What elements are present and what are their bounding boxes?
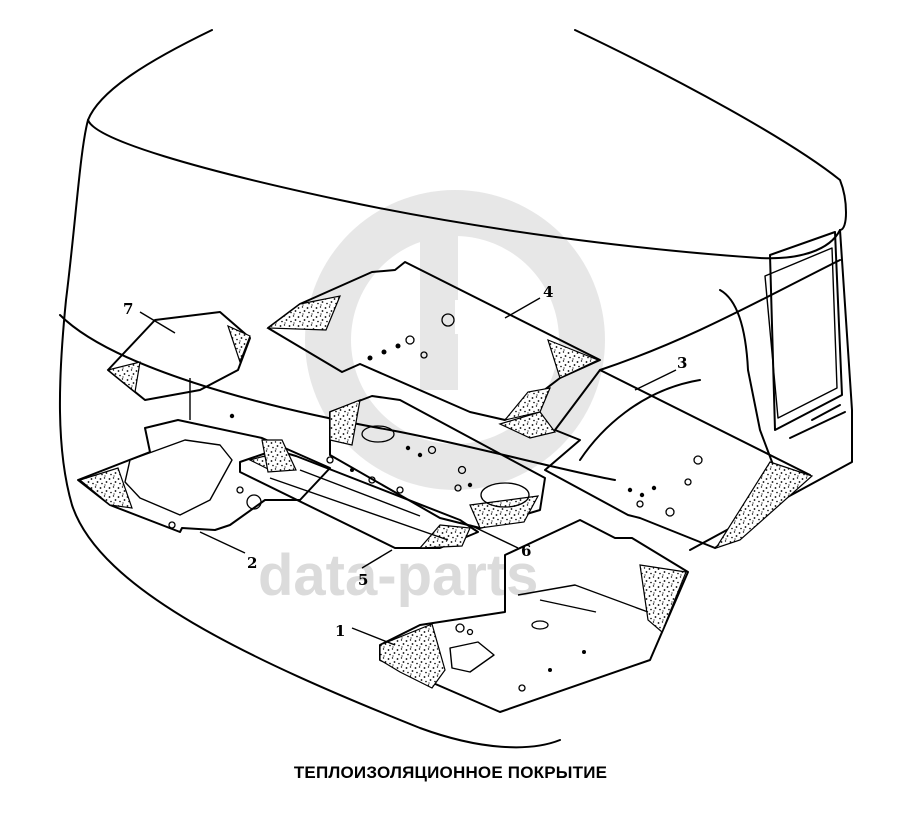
dp-logo-icon [305,190,605,490]
callout-3: 3 [677,354,687,372]
panel-3 [498,369,814,550]
panel-6 [329,395,546,529]
leader-lines [139,297,677,646]
callout-1: 1 [335,622,345,640]
panel-4 [266,261,601,421]
watermark: data-parts [258,190,605,608]
panel-2 [77,413,331,533]
callout-5: 5 [358,571,368,589]
callout-7: 7 [123,300,133,318]
callout-2: 2 [247,554,257,572]
callout-4: 4 [543,283,553,301]
panel-7 [106,311,251,420]
panel-1 [379,519,689,713]
diagram-caption: ТЕПЛОИЗОЛЯЦИОННОЕ ПОКРЫТИЕ [293,763,608,782]
callout-6: 6 [521,542,531,560]
watermark-text: data-parts [258,543,538,608]
